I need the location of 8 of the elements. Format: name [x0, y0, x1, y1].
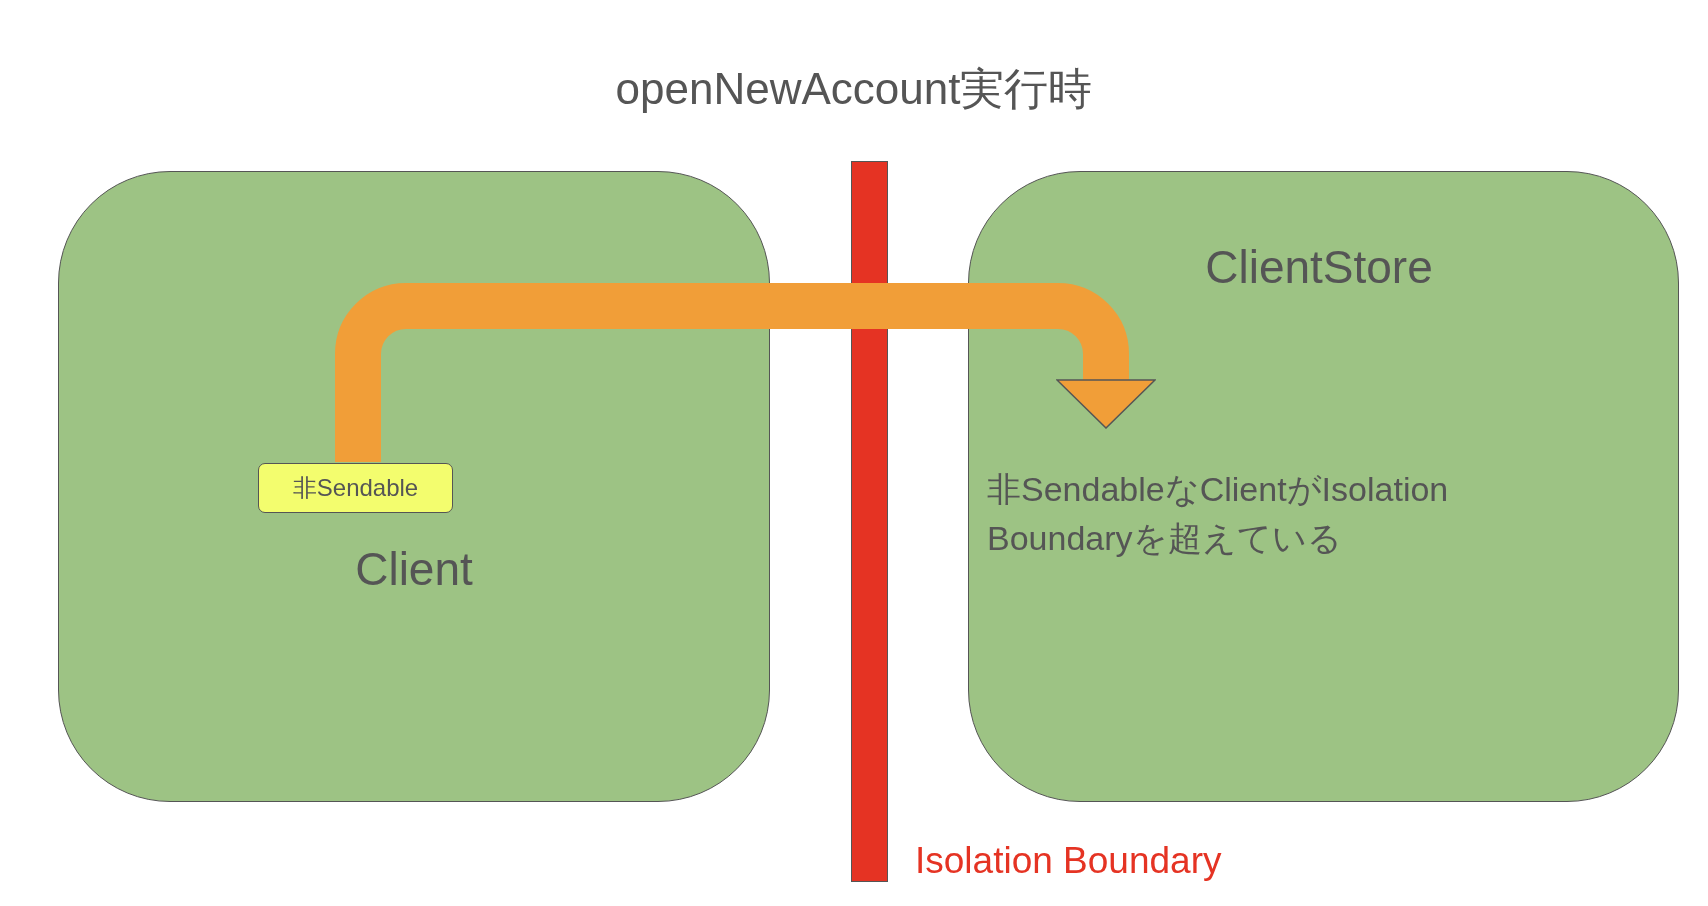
- tag-label: 非Sendable: [258, 463, 453, 513]
- note-text: 非SendableなClientがIsolation Boundaryを超えている: [987, 469, 1450, 560]
- box-title: ClientStore: [1204, 240, 1434, 294]
- diagram-title: openNewAccount実行時: [614, 63, 1094, 115]
- component-box: [968, 171, 1679, 802]
- box-title: Client: [354, 542, 474, 596]
- boundary-label: Isolation Boundary: [915, 840, 1222, 882]
- component-box: [58, 171, 770, 802]
